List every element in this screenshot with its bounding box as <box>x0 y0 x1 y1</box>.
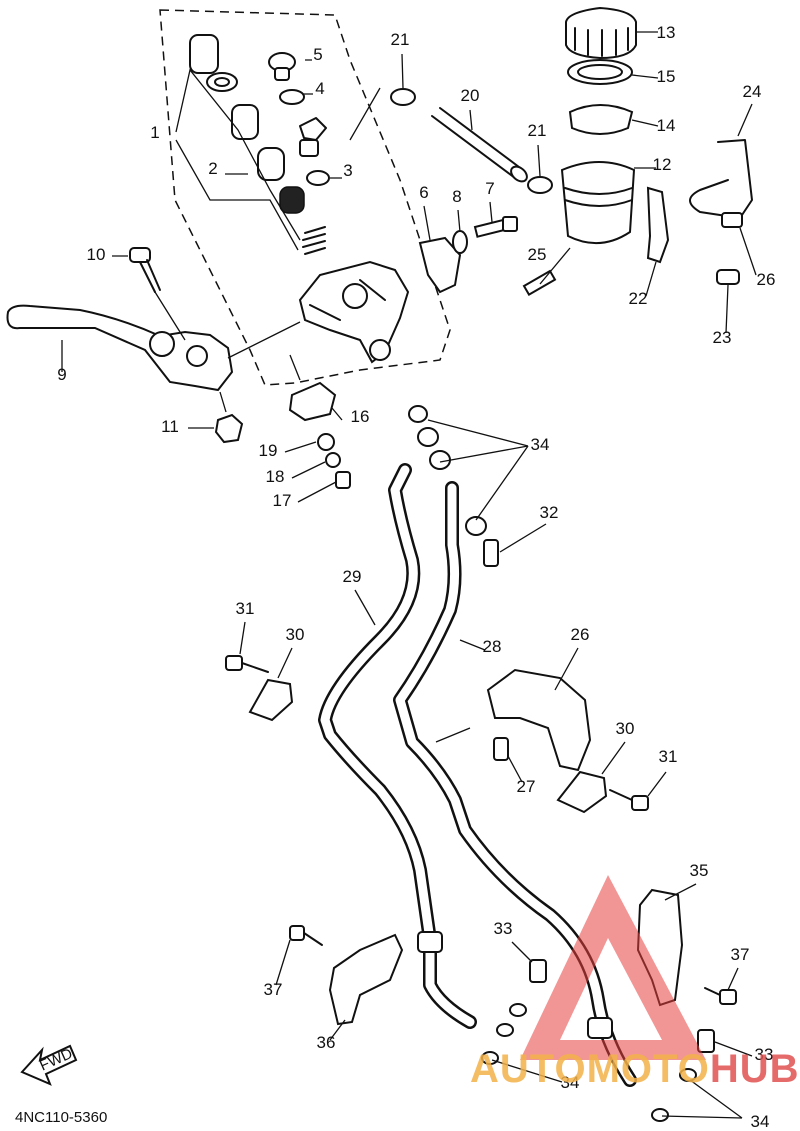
callout-33: 33 <box>494 919 513 938</box>
callout-13: 13 <box>657 23 676 42</box>
callout-33: 33 <box>755 1045 774 1064</box>
callout-19: 19 <box>259 441 278 460</box>
fluid-reservoir <box>349 6 659 297</box>
callout-26: 26 <box>757 270 776 289</box>
callout-3: 3 <box>343 161 352 180</box>
callout-10: 10 <box>87 245 106 264</box>
callout-11: 11 <box>161 417 179 436</box>
callout-36: 36 <box>317 1033 336 1052</box>
callout-37: 37 <box>264 980 283 999</box>
callout-31: 31 <box>659 747 678 766</box>
callout-16: 16 <box>351 407 370 426</box>
callout-9: 9 <box>57 365 66 384</box>
callout-1: 1 <box>150 123 159 142</box>
callout-14: 14 <box>657 116 676 135</box>
callout-15: 15 <box>657 67 676 86</box>
callout-27: 27 <box>517 777 536 796</box>
piston-kit <box>175 34 326 255</box>
callout-34: 34 <box>531 435 550 454</box>
forward-arrow-icon: FWD <box>20 1044 78 1086</box>
part-code: 4NC110-5360 <box>15 1109 107 1126</box>
lower-stay-left <box>275 925 563 1083</box>
callout-4: 4 <box>315 79 324 98</box>
watermark-text-b: HUB <box>710 1047 800 1091</box>
callout-32: 32 <box>540 503 559 522</box>
hose-guides <box>225 621 667 814</box>
brake-switch-assembly <box>284 354 351 503</box>
callout-23: 23 <box>713 328 732 347</box>
callout-37: 37 <box>731 945 750 964</box>
callout-29: 29 <box>343 567 362 586</box>
callout-2: 2 <box>208 159 217 178</box>
callout-22: 22 <box>629 289 648 308</box>
master-cylinder-body <box>298 201 518 364</box>
banjo-bolts-top <box>408 405 547 567</box>
callout-25: 25 <box>528 245 547 264</box>
callout-20: 20 <box>461 86 480 105</box>
callout-34: 34 <box>751 1112 770 1131</box>
callout-28: 28 <box>483 637 502 656</box>
lower-stay-right <box>509 883 753 1122</box>
callout-30: 30 <box>286 625 305 644</box>
watermark-text: AUTOMOTOHUB <box>470 1047 800 1091</box>
callout-8: 8 <box>452 187 461 206</box>
watermark-text-a: AUTOMOTO <box>470 1047 710 1091</box>
reservoir-fittings <box>268 52 342 186</box>
callout-5: 5 <box>313 45 322 64</box>
callout-12: 12 <box>653 155 672 174</box>
callout-34: 34 <box>561 1073 580 1092</box>
assembly-outline <box>159 9 451 386</box>
callout-24: 24 <box>743 82 762 101</box>
brake-hoses <box>318 463 637 1087</box>
callout-26: 26 <box>571 625 590 644</box>
callout-17: 17 <box>273 491 292 510</box>
callout-6: 6 <box>419 183 428 202</box>
caliper-bracket <box>435 647 592 783</box>
reservoir-bracket <box>645 103 757 334</box>
callout-35: 35 <box>690 861 709 880</box>
callout-30: 30 <box>616 719 635 738</box>
callout-7: 7 <box>485 179 494 198</box>
callout-31: 31 <box>236 599 255 618</box>
callout-21: 21 <box>391 30 410 49</box>
callout-18: 18 <box>266 467 285 486</box>
automotohub-watermark-logo <box>520 875 706 1060</box>
brake-lever <box>6 247 301 444</box>
callout-21: 21 <box>528 121 547 140</box>
